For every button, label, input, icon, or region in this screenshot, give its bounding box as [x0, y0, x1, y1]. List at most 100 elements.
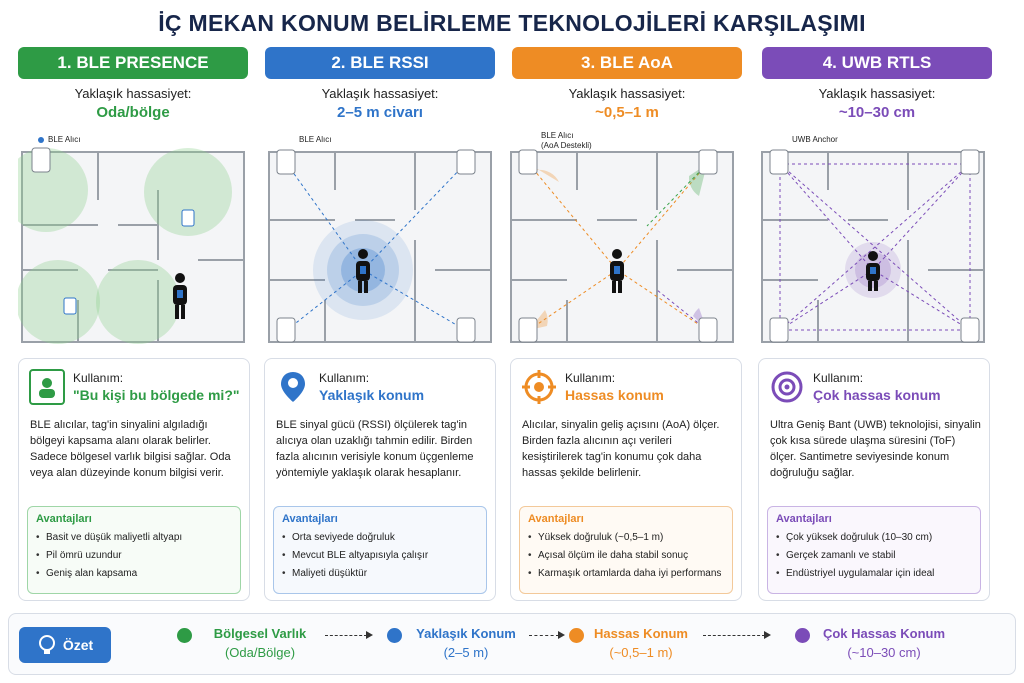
column-uwb-rtls: 4. UWB RTLS Yaklaşık hassasiyet: ~10–30 …: [762, 47, 992, 121]
summary-item-sub: (~10–30 cm): [847, 645, 921, 660]
use-value: Çok hassas konum: [813, 387, 941, 403]
column-header: 2. BLE RSSI: [265, 47, 495, 79]
advantages-box: Avantajları Basit ve düşük maliyetli alt…: [27, 506, 241, 594]
precision-label: Yaklaşık hassasiyet:: [818, 86, 936, 101]
plan-label-sub: (AoA Destekli): [541, 141, 592, 150]
summary-item-title: Hassas Konum: [594, 626, 688, 641]
precision-value: ~0,5–1 m: [595, 104, 659, 121]
floor-plan-ble-rssi: BLE Alıcı: [265, 130, 495, 345]
plan-label: BLE Alıcı: [299, 135, 331, 144]
precision-value: ~10–30 cm: [838, 104, 916, 121]
advantage-item: Pil ömrü uzundur: [36, 547, 232, 565]
advantages-title: Avantajları: [528, 513, 584, 525]
summary-item-title: Yaklaşık Konum: [416, 626, 516, 641]
plan-label: BLE Alıcı: [48, 135, 80, 144]
precision-value: 2–5 m civarı: [337, 104, 423, 121]
plan-label: BLE Alıcı: [541, 131, 573, 140]
ble-receiver-icon: [518, 149, 538, 175]
ble-receiver-icon: [276, 317, 296, 343]
advantage-item: Mevcut BLE altyapısıyla çalışır: [282, 547, 478, 565]
use-value: "Bu kişi bu bölgede mi?": [73, 387, 240, 403]
summary-dot: [177, 628, 192, 643]
advantages-box: Avantajları Çok yüksek doğruluk (10–30 c…: [767, 506, 981, 594]
summary-item-title: Çok Hassas Konum: [822, 626, 946, 641]
ble-receiver-icon: [456, 149, 476, 175]
ble-tag-icon: [63, 297, 77, 315]
advantage-item: Orta seviyede doğruluk: [282, 529, 478, 547]
summary-item: Çok Hassas Konum (~10–30 cm): [819, 626, 949, 660]
column-header: 4. UWB RTLS: [762, 47, 992, 79]
description: Alıcılar, sinyalin geliş açısını (AoA) ö…: [522, 419, 720, 479]
use-label: Kullanım:: [565, 371, 616, 385]
precision-label: Yaklaşık hassasiyet:: [321, 86, 439, 101]
uwb-anchor-icon: [769, 149, 789, 175]
summary-dot: [387, 628, 402, 643]
advantage-item: Çok yüksek doğruluk (10–30 cm): [776, 529, 972, 547]
plan-label: UWB Anchor: [792, 135, 838, 144]
column-ble-rssi: 2. BLE RSSI Yaklaşık hassasiyet: 2–5 m c…: [265, 47, 495, 121]
floor-plan-ble-presence: BLE Alıcı: [18, 130, 248, 345]
advantage-item: Maliyeti düşüktür: [282, 565, 478, 583]
info-card-ble-aoa: Kullanım: Hassas konum Alıcılar, sinyali…: [510, 358, 742, 601]
summary-item-title: Bölgesel Varlık: [213, 626, 307, 641]
summary-bar: Özet Bölgesel Varlık (Oda/Bölge) Yaklaşı…: [8, 613, 1016, 675]
advantage-item: Gerçek zamanlı ve stabil: [776, 547, 972, 565]
summary-item: Yaklaşık Konum (2–5 m): [411, 626, 521, 660]
advantage-item: Basit ve düşük maliyetli altyapı: [36, 529, 232, 547]
summary-item-sub: (2–5 m): [443, 645, 489, 660]
lightbulb-icon: [38, 635, 55, 654]
info-card-ble-rssi: Kullanım: Yaklaşık konum BLE sinyal gücü…: [264, 358, 496, 601]
use-label: Kullanım:: [319, 371, 370, 385]
info-card-ble-presence: Kullanım: "Bu kişi bu bölgede mi?" BLE a…: [18, 358, 250, 601]
ble-receiver-icon: [698, 317, 718, 343]
column-ble-aoa: 3. BLE AoA Yaklaşık hassasiyet: ~0,5–1 m: [512, 47, 742, 121]
info-card-uwb-rtls: Kullanım: Çok hassas konum Ultra Geniş B…: [758, 358, 990, 601]
location-pin-icon: [275, 369, 311, 405]
advantage-item: Geniş alan kapsama: [36, 565, 232, 583]
precision-target-icon: [769, 369, 805, 405]
advantage-item: Karmaşık ortamlarda daha iyi performans: [528, 565, 724, 583]
person-icon: [866, 251, 880, 291]
advantage-item: Açısal ölçüm ile daha stabil sonuç: [528, 547, 724, 565]
use-value: Hassas konum: [565, 387, 664, 403]
precision-value: Oda/bölge: [96, 104, 170, 121]
person-icon: [356, 249, 370, 293]
arrow-icon: [703, 631, 771, 639]
arrow-icon: [325, 631, 373, 639]
person-icon: [610, 249, 624, 293]
summary-item: Hassas Konum (~0,5–1 m): [591, 626, 691, 660]
page-title: İÇ MEKAN KONUM BELİRLEME TEKNOLOJİLERİ K…: [158, 10, 866, 36]
arrow-icon: [529, 631, 565, 639]
summary-dot: [795, 628, 810, 643]
summary-item-sub: (~0,5–1 m): [609, 645, 673, 660]
uwb-anchor-icon: [960, 317, 980, 343]
column-ble-presence: 1. BLE PRESENCE Yaklaşık hassasiyet: Oda…: [18, 47, 248, 121]
advantage-item: Endüstriyel uygulamalar için ideal: [776, 565, 972, 583]
precision-label: Yaklaşık hassasiyet:: [74, 86, 192, 101]
use-value: Yaklaşık konum: [319, 387, 425, 403]
uwb-anchor-icon: [769, 317, 789, 343]
uwb-anchor-icon: [960, 149, 980, 175]
use-label: Kullanım:: [73, 371, 124, 385]
description: BLE sinyal gücü (RSSI) ölçülerek tag'in …: [276, 419, 474, 479]
column-header: 1. BLE PRESENCE: [18, 47, 248, 79]
advantages-title: Avantajları: [282, 513, 338, 525]
advantages-title: Avantajları: [776, 513, 832, 525]
advantage-item: Yüksek doğruluk (~0,5–1 m): [528, 529, 724, 547]
floor-plan-uwb-rtls: UWB Anchor: [758, 130, 988, 345]
bluetooth-icon: [38, 137, 44, 143]
summary-button[interactable]: Özet: [19, 627, 111, 663]
column-header: 3. BLE AoA: [512, 47, 742, 79]
ble-receiver-icon: [456, 317, 476, 343]
advantages-box: Avantajları Orta seviyede doğruluk Mevcu…: [273, 506, 487, 594]
person-zone-icon: [29, 369, 65, 405]
ble-receiver-icon: [698, 149, 718, 175]
ble-receiver-icon: [518, 317, 538, 343]
use-label: Kullanım:: [813, 371, 864, 385]
ble-tag-icon: [181, 209, 195, 227]
description: Ultra Geniş Bant (UWB) teknolojisi, siny…: [770, 419, 981, 479]
floor-plan-ble-aoa: BLE Alıcı (AoA Destekli): [507, 130, 737, 345]
summary-button-label: Özet: [62, 637, 94, 653]
precision-label: Yaklaşık hassasiyet:: [568, 86, 686, 101]
description: BLE alıcılar, tag'in sinyalini algıladığ…: [30, 419, 231, 479]
